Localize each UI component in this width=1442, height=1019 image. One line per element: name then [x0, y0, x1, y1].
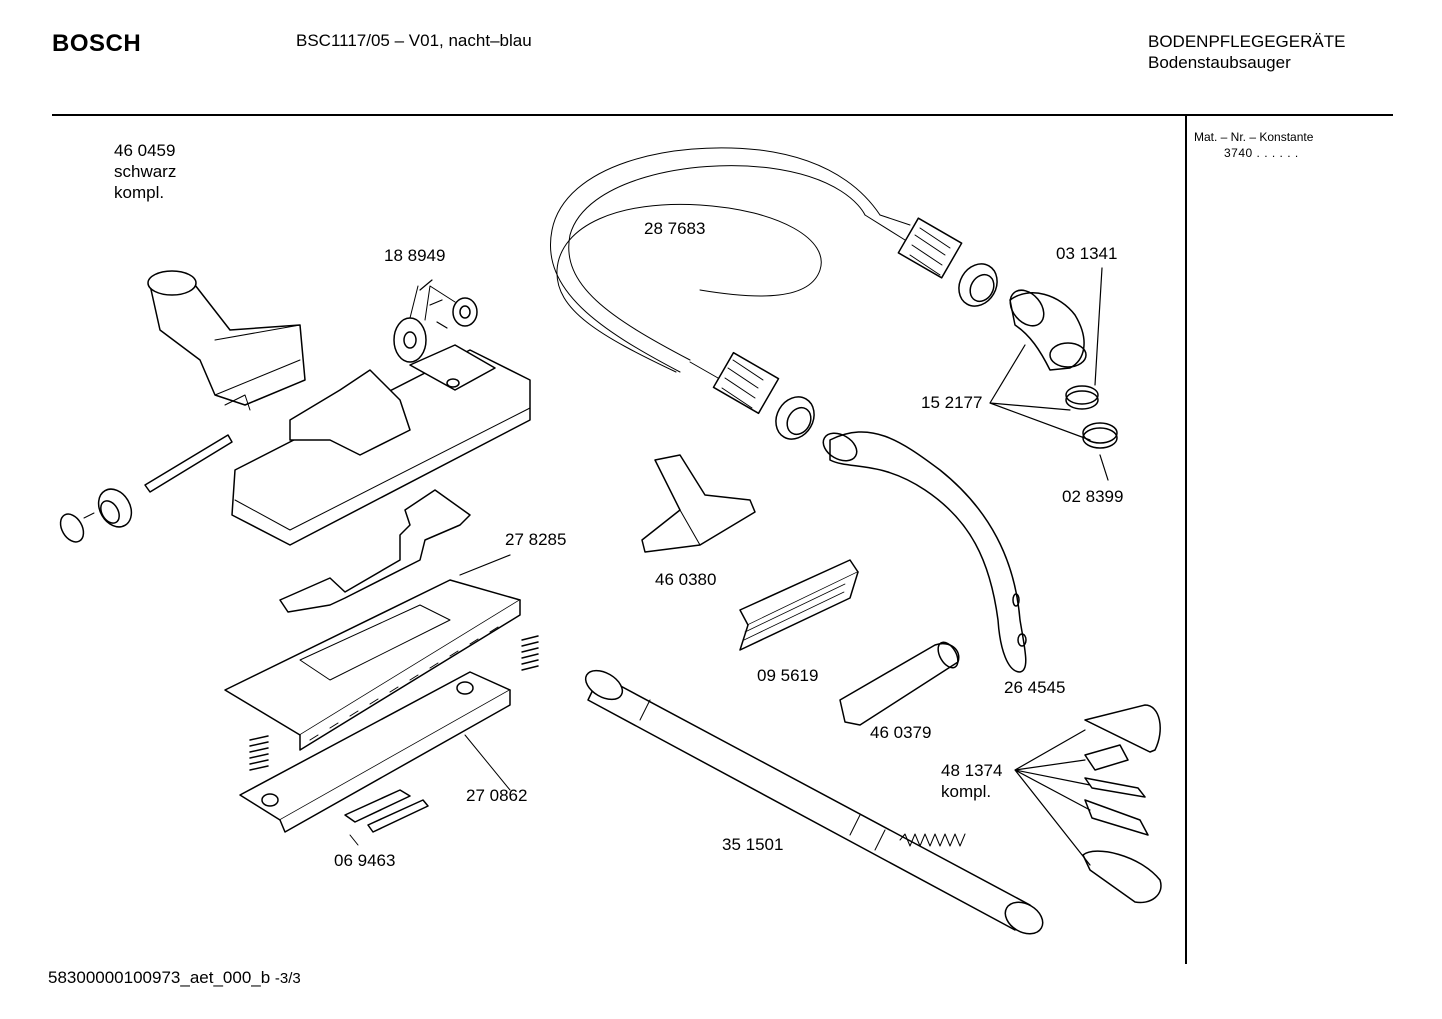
part-note: kompl. [114, 183, 165, 202]
part-label-460380: 46 0380 [655, 570, 717, 589]
upholstery-nozzle-part [641, 454, 756, 553]
part-label-278285: 27 8285 [505, 530, 567, 549]
part-label-287683: 28 7683 [644, 219, 706, 238]
lever-part [279, 489, 471, 613]
category-block: BODENPFLEGEGERÄTE Bodenstaubsauger [1148, 31, 1345, 73]
category-title: BODENPFLEGEGERÄTE [1148, 32, 1346, 51]
brand-logo: BOSCH [52, 30, 142, 57]
part-label-069463: 06 9463 [334, 851, 396, 870]
part-label-270862: 27 0862 [466, 786, 528, 805]
header-divider [52, 114, 1393, 116]
page-number: -3/3 [274, 970, 301, 987]
frame-plate-part [224, 579, 521, 751]
part-label-028399: 02 8399 [1062, 487, 1124, 506]
part-number: 46 0459 [114, 141, 176, 160]
doc-id: 58300000100973_aet_000_b [48, 968, 271, 987]
subcategory-title: Bodenstaubsauger [1148, 53, 1291, 72]
footer-doc-id: 58300000100973_aet_000_b -3/3 [48, 968, 301, 988]
part-note: kompl. [941, 782, 992, 801]
hose-part [550, 147, 998, 440]
floor-nozzle-part [147, 270, 306, 411]
part-label-031341: 03 1341 [1056, 244, 1118, 263]
part-label-095619: 09 5619 [757, 666, 819, 685]
floor-head-part [231, 344, 531, 546]
part-color: schwarz [114, 162, 177, 181]
telescopic-tube-part [584, 669, 1044, 935]
sole-plate-part [239, 671, 511, 833]
mat-label: Mat. – Nr. – Konstante [1194, 130, 1314, 144]
handle-assembly-part [1082, 704, 1162, 904]
elbow-part [1009, 289, 1118, 449]
part-number: 48 1374 [941, 761, 1003, 780]
axle-part [59, 434, 233, 543]
part-label-188949: 18 8949 [384, 246, 446, 265]
sidebar-divider [1185, 116, 1187, 964]
part-label-481374: 48 1374 kompl. [941, 760, 1002, 802]
spring-part [249, 635, 539, 771]
mat-value: 3740 . . . . . . [1224, 146, 1299, 160]
brush-part [739, 559, 859, 651]
leader-lines [459, 267, 1109, 866]
part-label-460379: 46 0379 [870, 723, 932, 742]
handle-tube-part [822, 431, 1027, 673]
part-label-460459: 46 0459 schwarz kompl. [114, 140, 176, 203]
model-title: BSC1117/05 – V01, nacht–blau [296, 31, 532, 50]
part-label-152177: 15 2177 [921, 393, 983, 412]
crevice-nozzle-part [839, 641, 960, 726]
part-label-351501: 35 1501 [722, 835, 784, 854]
part-label-264545: 26 4545 [1004, 678, 1066, 697]
strip-part [344, 789, 429, 846]
roller-part [393, 279, 478, 363]
